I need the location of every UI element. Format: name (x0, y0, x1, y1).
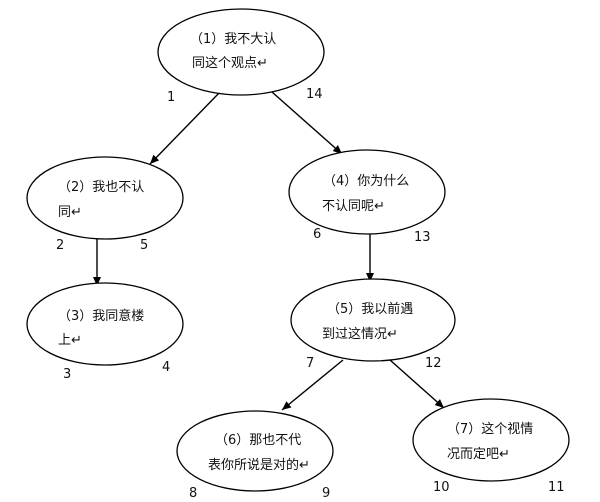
node-1-ellipse (157, 8, 325, 96)
node-4-right-number: 13 (414, 230, 431, 245)
node-7-left-number: 10 (433, 480, 450, 495)
node-3-left-number: 3 (63, 367, 71, 382)
edge-1-4 (271, 91, 343, 155)
node-1: （1）我不大认 同这个观点↵ 1 14 (157, 8, 325, 105)
node-6-line2: 表你所说是对的↵ (208, 457, 310, 473)
node-2-line2: 同↵ (58, 205, 82, 220)
node-1-left-number: 1 (167, 90, 175, 105)
node-6-ellipse (176, 410, 334, 492)
node-2-left-number: 2 (56, 238, 64, 253)
node-2-ellipse (26, 156, 184, 240)
node-3-line2: 上↵ (58, 333, 82, 348)
node-7: （7）这个视情 况而定吧↵ 10 11 (412, 398, 570, 495)
node-7-line1: （7）这个视情 (447, 421, 533, 437)
node-4-left-number: 6 (313, 227, 321, 242)
node-3: （3）我同意楼 上↵ 3 4 (26, 282, 184, 382)
node-4-line1: （4）你为什么 (323, 174, 409, 189)
node-6-line1: （6）那也不代 (215, 433, 301, 448)
edge-5-7 (389, 359, 445, 409)
node-3-ellipse (26, 282, 184, 366)
node-7-right-number: 11 (548, 480, 565, 495)
node-4-ellipse (288, 149, 446, 235)
node-3-line1: （3）我同意楼 (58, 308, 144, 324)
edge-5-6 (281, 359, 344, 411)
node-5-line2: 到过这情况↵ (322, 326, 398, 342)
node-5-line1: （5）我以前遇 (327, 301, 413, 317)
node-4: （4）你为什么 不认同呢↵ 6 13 (288, 149, 446, 245)
node-5-ellipse (290, 278, 456, 362)
edge-1-2 (149, 91, 221, 165)
node-2-line1: （2）我也不认 (58, 180, 144, 195)
node-4-line2: 不认同呢↵ (322, 199, 385, 214)
node-5-left-number: 7 (306, 356, 314, 371)
node-5-right-number: 12 (425, 356, 442, 371)
node-6-right-number: 9 (322, 486, 330, 501)
node-1-line1: （1）我不大认 (190, 32, 276, 47)
node-6: （6）那也不代 表你所说是对的↵ 8 9 (176, 410, 334, 501)
node-1-right-number: 14 (306, 87, 323, 102)
node-5: （5）我以前遇 到过这情况↵ 7 12 (290, 278, 456, 371)
node-6-left-number: 8 (189, 486, 197, 501)
node-2-right-number: 5 (140, 238, 148, 253)
node-2: （2）我也不认 同↵ 2 5 (26, 156, 184, 253)
edges (93, 91, 445, 411)
node-7-line2: 况而定吧↵ (447, 447, 510, 462)
node-1-line2: 同这个观点↵ (192, 55, 268, 71)
node-7-ellipse (412, 398, 570, 482)
node-3-right-number: 4 (162, 360, 170, 375)
